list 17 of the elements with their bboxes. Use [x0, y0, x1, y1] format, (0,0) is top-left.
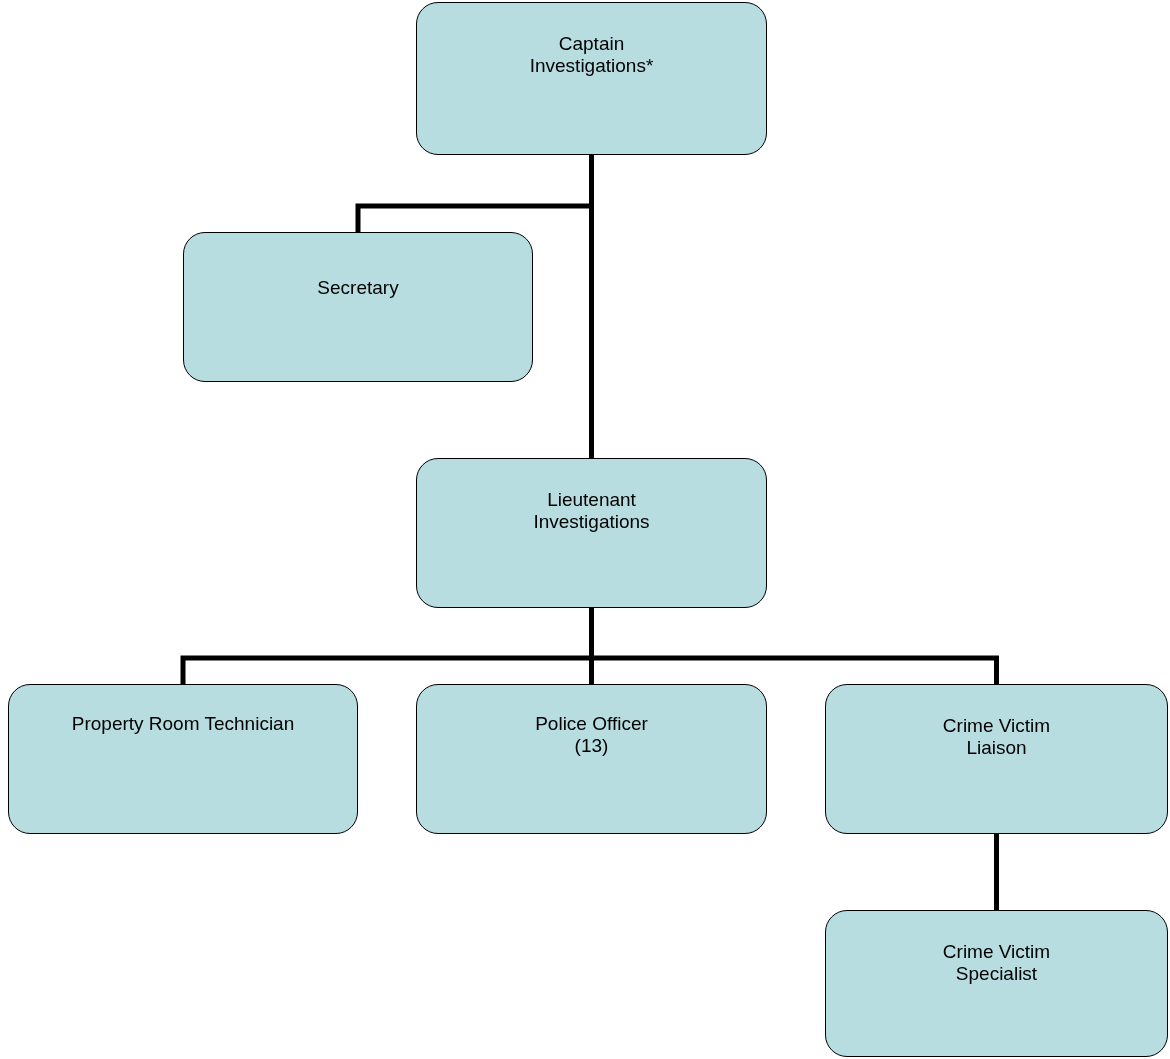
- role-box: [416, 458, 767, 608]
- role-box: [8, 684, 358, 834]
- role-title: Crime Victim Liaison: [941, 715, 1052, 759]
- role-box: [825, 910, 1168, 1057]
- role-box: [416, 684, 767, 834]
- connector-line: [994, 834, 999, 910]
- role-box: [825, 684, 1168, 834]
- connector-line: [589, 608, 999, 684]
- role-box: [183, 232, 533, 382]
- role-title: Secretary: [316, 277, 400, 299]
- role-title: Captain Investigations*: [528, 33, 655, 77]
- connector-line: [589, 155, 594, 458]
- role-title: Police Officer (13): [534, 713, 649, 757]
- role-title: Crime Victim Specialist: [941, 941, 1052, 985]
- role-title: Lieutenant Investigations: [532, 489, 651, 533]
- role-title: Property Room Technician: [71, 713, 295, 735]
- role-box: [416, 2, 767, 155]
